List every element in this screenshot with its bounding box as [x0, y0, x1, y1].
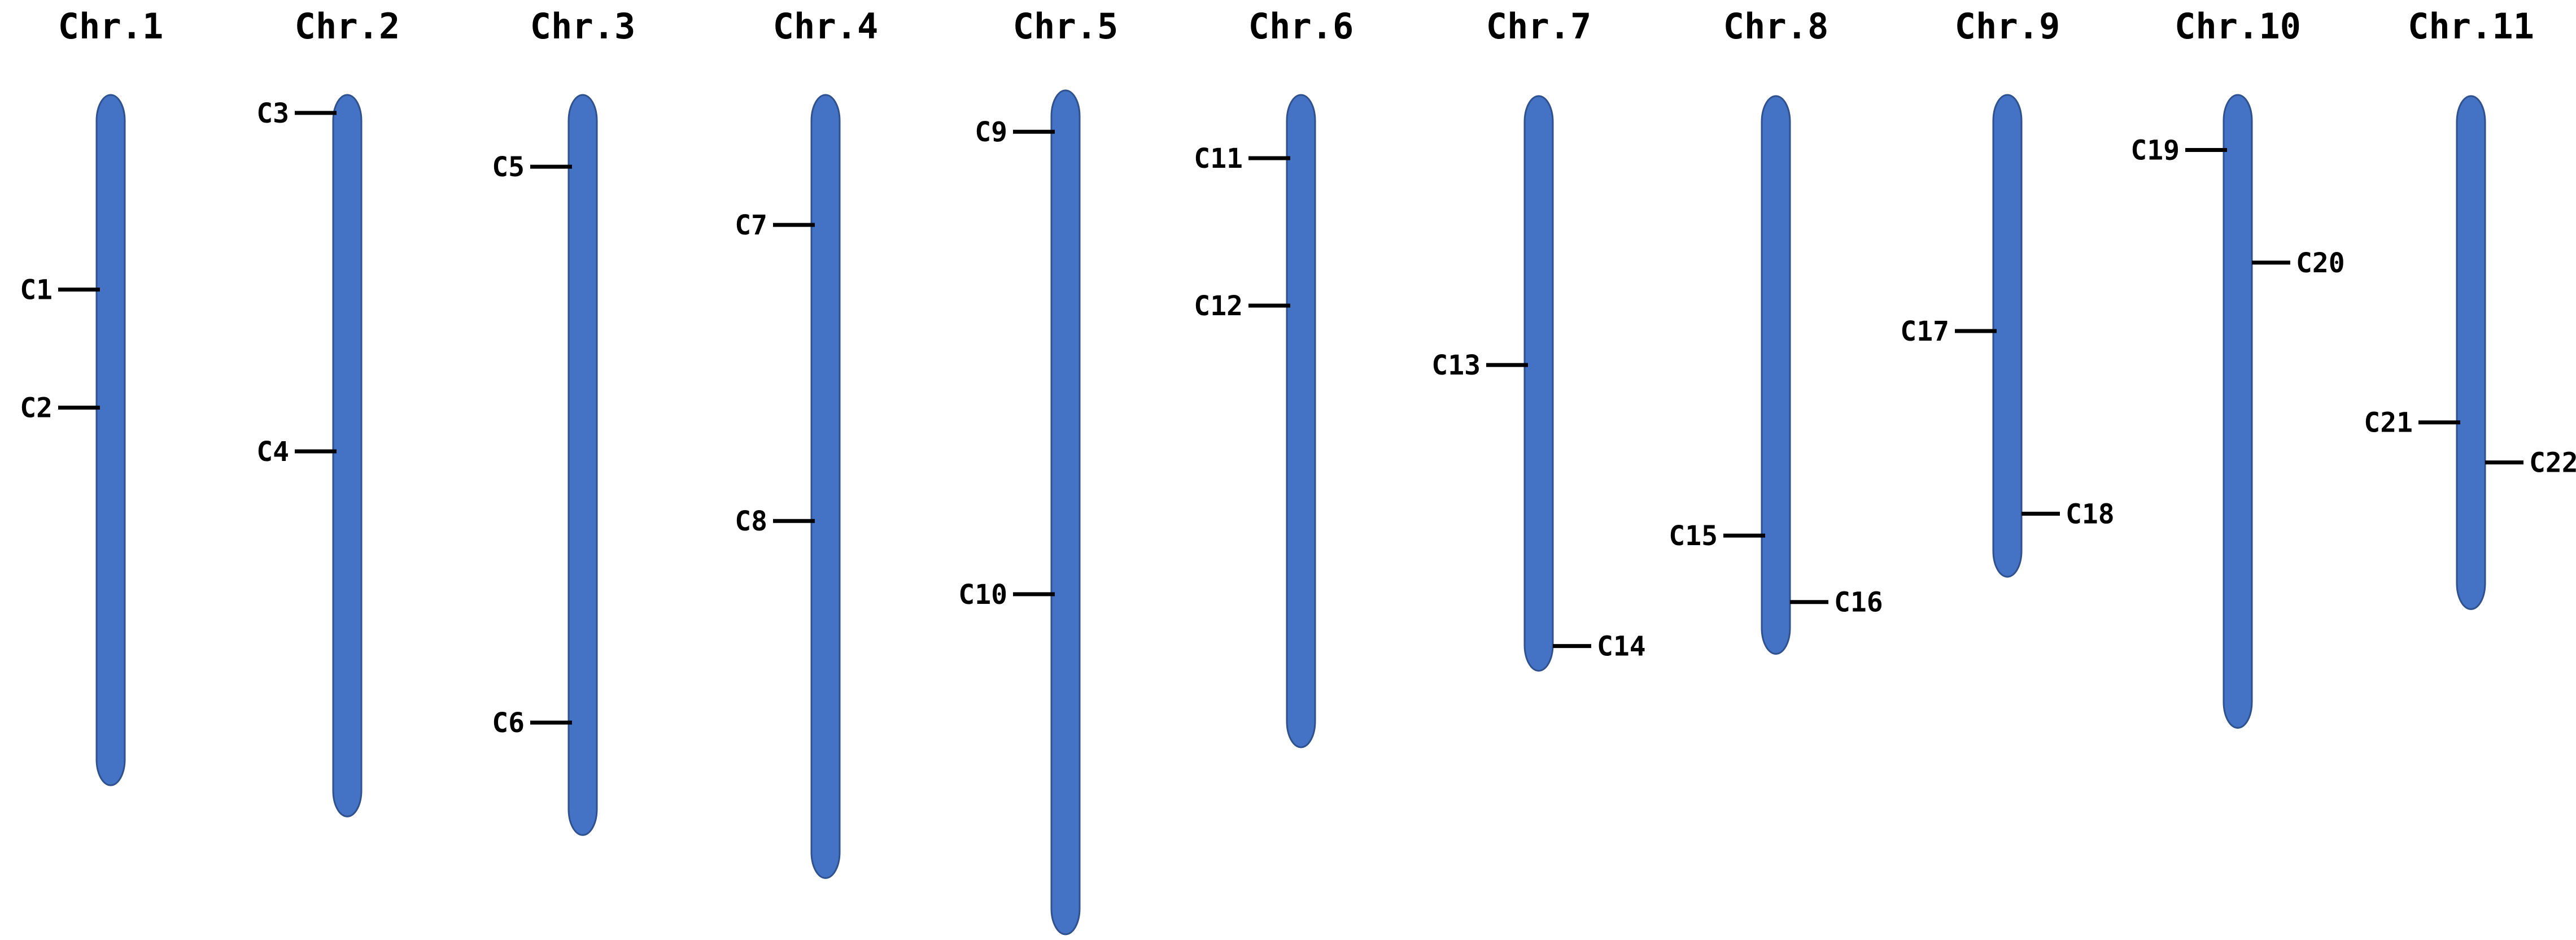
- chromosome-title: Chr.10: [2175, 6, 2301, 47]
- gene-label: C20: [2296, 247, 2345, 279]
- gene-label: C14: [1597, 631, 1646, 663]
- chromosome-bar: [95, 94, 126, 786]
- gene-label: C2: [20, 393, 53, 424]
- chromosome-bar: [810, 94, 841, 879]
- gene-label: C21: [2364, 407, 2413, 439]
- chromosome-bar: [1992, 94, 2023, 578]
- chromosome-title: Chr.1: [58, 6, 164, 47]
- gene-label: C7: [735, 210, 767, 241]
- chromosome-bar: [332, 94, 363, 817]
- chromosome-bar: [2456, 95, 2486, 610]
- chromosome-bar: [567, 94, 598, 836]
- gene-label: C3: [256, 98, 289, 129]
- gene-label: C22: [2529, 447, 2576, 479]
- gene-label: C13: [1431, 350, 1481, 381]
- chromosome-bar: [1050, 89, 1081, 935]
- chromosome-title: Chr.8: [1723, 6, 1829, 47]
- chromosome-title: Chr.4: [773, 6, 879, 47]
- chromosome-bar: [1761, 95, 1791, 655]
- chromosome-title: Chr.6: [1248, 6, 1354, 47]
- gene-label: C18: [2066, 498, 2115, 530]
- chromosome-title: Chr.7: [1486, 6, 1592, 47]
- chromosome-title: Chr.9: [1955, 6, 2060, 47]
- chromosome-title: Chr.5: [1013, 6, 1119, 47]
- gene-label: C9: [975, 116, 1007, 148]
- gene-label: C1: [20, 275, 53, 306]
- chromosome-bar: [1286, 94, 1316, 748]
- chromosome-title: Chr.2: [295, 6, 400, 47]
- gene-label: C11: [1194, 143, 1243, 175]
- gene-label: C5: [492, 151, 525, 183]
- gene-label: C16: [1834, 587, 1883, 619]
- chromosome-title: Chr.3: [530, 6, 636, 47]
- gene-label: C8: [735, 506, 767, 537]
- chromosome-title: Chr.11: [2408, 6, 2534, 47]
- gene-label: C6: [492, 707, 525, 739]
- gene-label: C19: [2130, 134, 2180, 166]
- gene-label: C15: [1669, 520, 1718, 552]
- chromosome-bar: [2223, 94, 2253, 729]
- gene-label: C17: [1900, 316, 1949, 347]
- gene-label: C4: [256, 436, 289, 468]
- gene-label: C12: [1194, 290, 1243, 322]
- gene-label: C10: [958, 579, 1007, 611]
- chromosome-bar: [1523, 95, 1554, 672]
